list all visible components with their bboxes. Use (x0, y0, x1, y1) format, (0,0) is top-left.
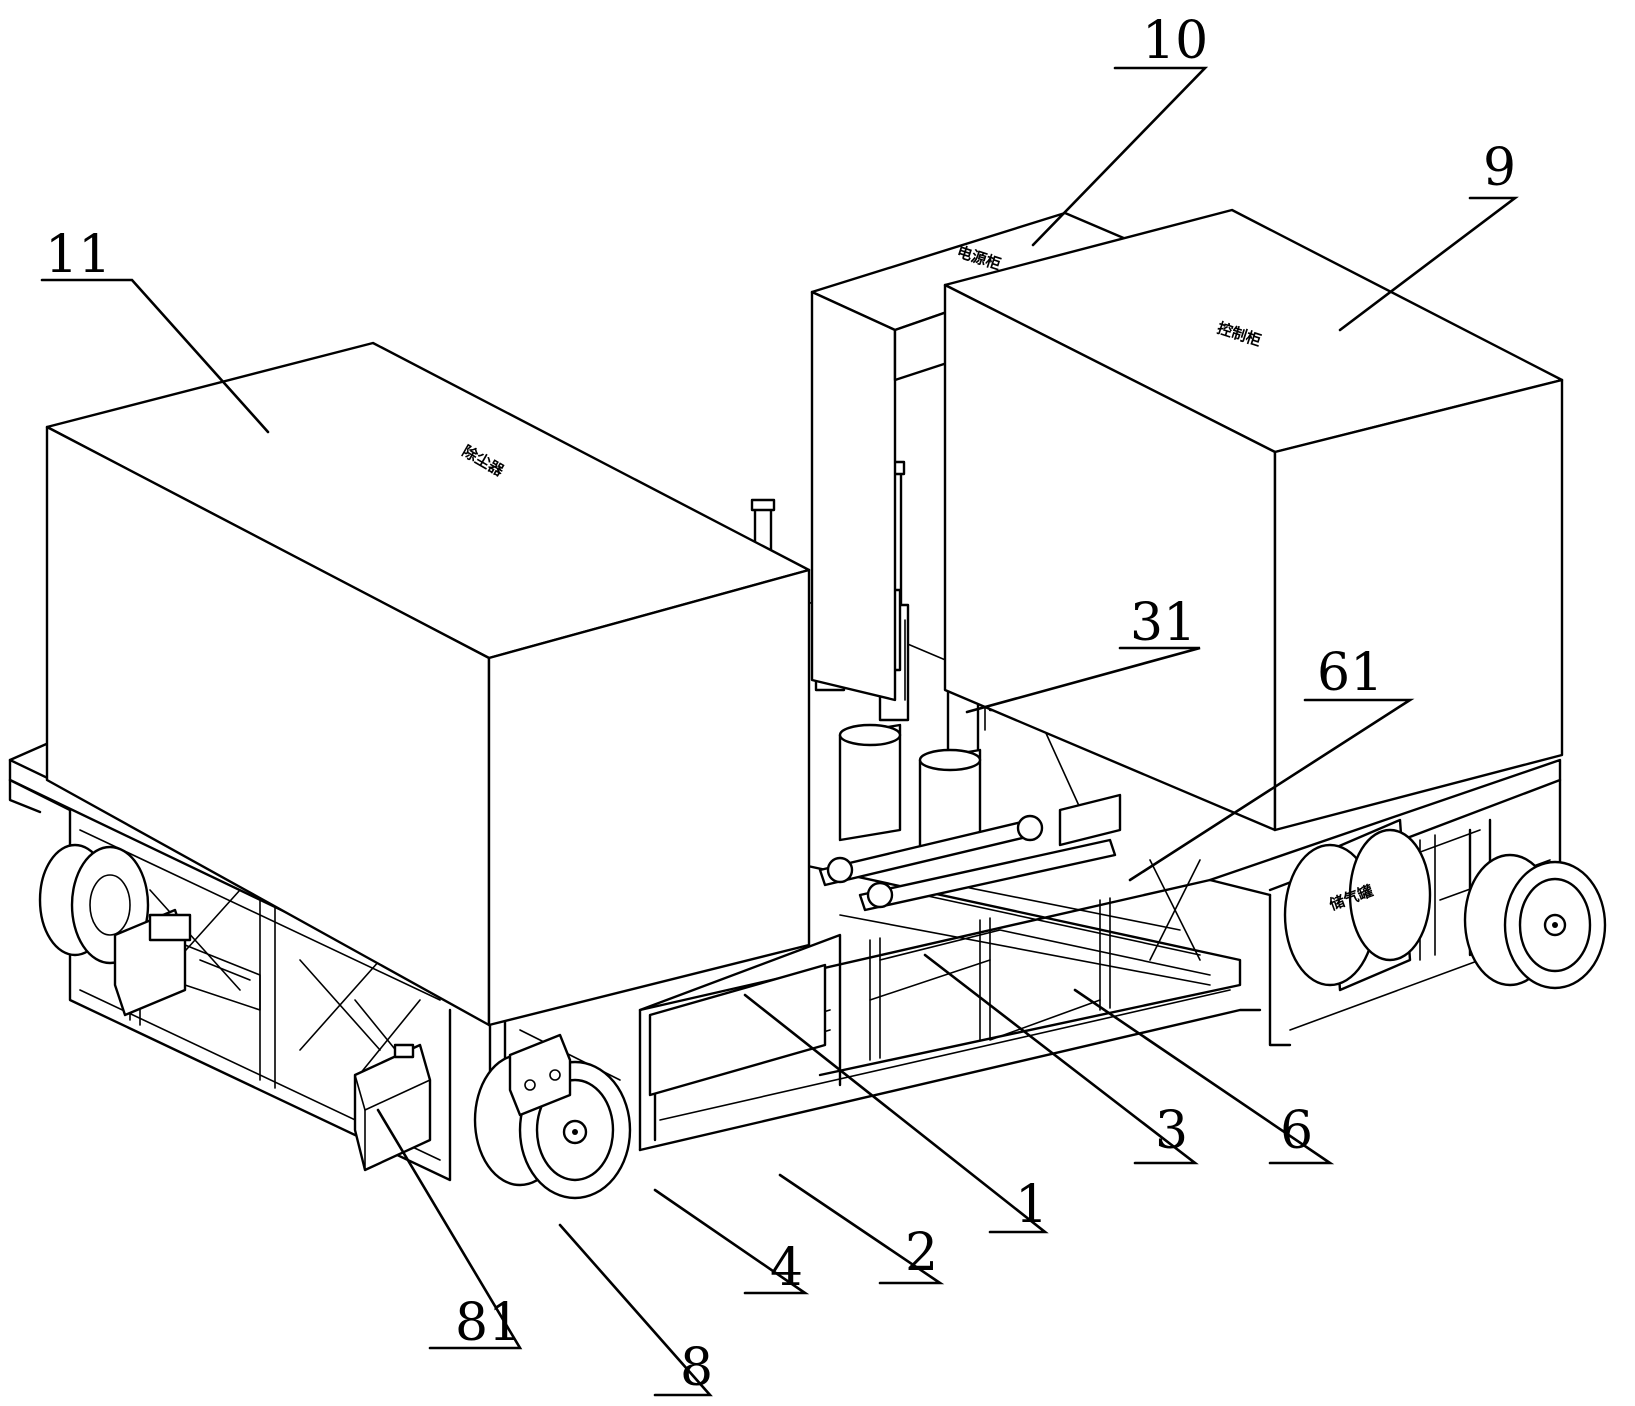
callout-label-10: 10 (1142, 11, 1208, 71)
callout-label-61: 61 (1317, 643, 1383, 703)
rear-drive-motor (115, 910, 260, 1015)
callout-3: 3 (925, 955, 1195, 1163)
callout-label-2: 2 (905, 1223, 938, 1283)
callout-label-11: 11 (45, 225, 111, 285)
callout-10: 10 (1033, 11, 1208, 245)
callout-8: 8 (560, 1225, 713, 1398)
callout-6: 6 (1075, 990, 1330, 1163)
callout-4: 4 (655, 1190, 805, 1298)
callout-label-81: 81 (455, 1293, 521, 1353)
callout-label-1: 1 (1015, 1175, 1048, 1235)
frame-box-1 (650, 965, 825, 1095)
motor-81 (355, 1045, 430, 1170)
callout-label-3: 3 (1155, 1101, 1188, 1161)
wheel-right-front (1465, 855, 1605, 988)
gas-tank: 储气罐 (1285, 820, 1430, 990)
callout-label-9: 9 (1483, 138, 1516, 198)
callout-label-31: 31 (1130, 593, 1196, 653)
callout-2: 2 (780, 1175, 940, 1283)
cabinet-9: 控制柜 (945, 210, 1562, 830)
